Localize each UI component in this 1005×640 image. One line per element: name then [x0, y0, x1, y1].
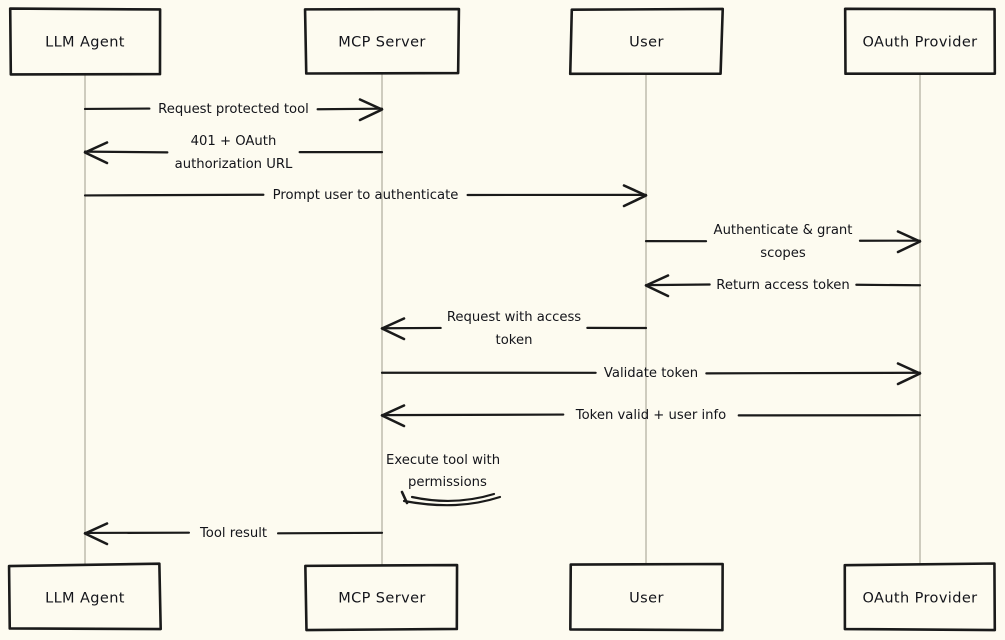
- actor-label-oap: OAuth Provider: [862, 591, 977, 607]
- message-line-right: [276, 531, 384, 535]
- message-8-oap-to-mcp[interactable]: Token valid + user info: [380, 404, 922, 428]
- actor-box-outline: [8, 7, 162, 76]
- arrow-head: [83, 522, 109, 546]
- message-label-line: token: [496, 333, 533, 348]
- actor-label-mcp: MCP Server: [338, 591, 426, 607]
- self-loop-line: [402, 495, 502, 507]
- actor-box-usr-top[interactable]: User: [568, 7, 725, 76]
- actor-box-outline: [7, 562, 162, 631]
- arrow-head: [644, 274, 670, 298]
- message-label-line: Token valid + user info: [575, 408, 726, 423]
- actor-box-usr-bottom[interactable]: User: [569, 562, 724, 632]
- message-line-right: [316, 107, 384, 111]
- message-line-left: [83, 150, 169, 154]
- actor-box-mcp-top[interactable]: MCP Server: [303, 7, 461, 75]
- actor-box-oap-top[interactable]: OAuth Provider: [843, 7, 997, 75]
- message-label-line: Return access token: [716, 278, 849, 293]
- message-label-line: Execute tool with: [386, 453, 500, 468]
- actor-box-outline: [568, 7, 725, 76]
- message-1-llm-to-mcp[interactable]: Request protected tool: [83, 98, 384, 122]
- actor-box-mcp-bottom[interactable]: MCP Server: [304, 563, 459, 632]
- message-label-line: Tool result: [199, 526, 267, 541]
- message-line-left: [380, 413, 565, 417]
- message-10-mcp-to-llm[interactable]: Tool result: [83, 522, 384, 546]
- message-line-left: [83, 193, 265, 197]
- actor-label-usr: User: [629, 35, 664, 51]
- actor-label-usr: User: [629, 591, 664, 607]
- self-loop-underline: [410, 492, 496, 502]
- actor-box-outline: [569, 562, 724, 632]
- message-line-right: [705, 371, 922, 375]
- actor-box-outline: [303, 7, 461, 75]
- message-5-oap-to-usr[interactable]: Return access token: [644, 274, 922, 298]
- message-label-line: scopes: [760, 246, 806, 261]
- message-label-line: authorization URL: [175, 157, 293, 172]
- actor-box-llm-top[interactable]: LLM Agent: [8, 7, 162, 76]
- message-label-line: Authenticate & grant: [714, 223, 853, 238]
- arrow-head: [380, 404, 406, 428]
- message-line-left: [644, 283, 711, 287]
- actor-label-llm: LLM Agent: [45, 591, 125, 607]
- message-label-line: Request protected tool: [158, 102, 309, 117]
- actor-label-oap: OAuth Provider: [862, 35, 977, 51]
- arrow-head: [83, 141, 109, 165]
- self-loop-arrow-head: [400, 490, 409, 505]
- message-label-line: permissions: [408, 475, 487, 490]
- message-7-mcp-to-oap[interactable]: Validate token: [380, 362, 922, 386]
- actor-box-outline: [843, 7, 997, 75]
- message-6-usr-to-mcp[interactable]: Request with access token: [380, 310, 648, 348]
- arrow-head: [358, 98, 384, 122]
- actor-label-mcp: MCP Server: [338, 35, 426, 51]
- actor-box-outline: [304, 563, 459, 632]
- message-9-mcp-to-mcp[interactable]: Execute tool with permissions: [386, 453, 502, 507]
- message-label-line: Validate token: [604, 366, 698, 381]
- arrow-head: [896, 230, 922, 254]
- lifelines-layer: [84, 74, 921, 565]
- arrow-head: [380, 317, 406, 341]
- actor-box-outline: [843, 562, 997, 632]
- message-3-llm-to-usr[interactable]: Prompt user to authenticate: [83, 184, 648, 208]
- message-4-usr-to-oap[interactable]: Authenticate & grant scopes: [644, 223, 922, 261]
- message-2-mcp-to-llm[interactable]: 401 + OAuth authorization URL: [83, 134, 384, 172]
- messages-layer: Request protected tool 401 + OAuth authori…: [83, 98, 922, 546]
- message-label-line: Prompt user to authenticate: [273, 188, 459, 203]
- message-label-line: 401 + OAuth: [191, 134, 277, 149]
- message-label-line: Request with access: [447, 310, 581, 325]
- actor-box-llm-bottom[interactable]: LLM Agent: [7, 562, 162, 631]
- actor-label-llm: LLM Agent: [45, 35, 125, 51]
- actor-box-oap-bottom[interactable]: OAuth Provider: [843, 562, 997, 632]
- arrow-head: [896, 362, 922, 386]
- arrow-head: [622, 184, 648, 208]
